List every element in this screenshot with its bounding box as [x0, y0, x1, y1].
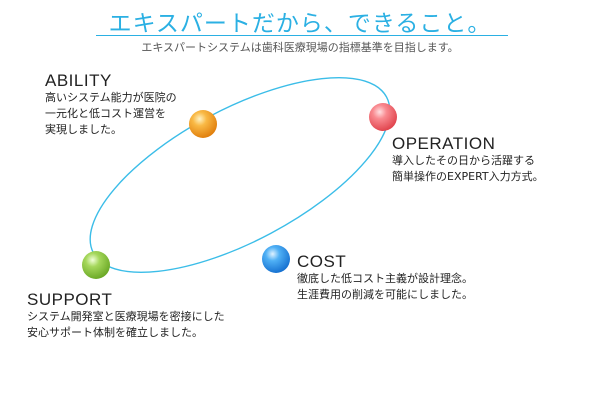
support-line: 安心サポート体制を確立しました。 — [27, 326, 203, 339]
ability-orb — [189, 110, 217, 138]
cost-line: 生涯費用の削減を可能にしました。 — [297, 288, 473, 301]
cost-block: COST 徹底した低コスト主義が設計理念。 生涯費用の削減を可能にしました。 — [297, 252, 473, 303]
ability-heading: ABILITY — [45, 71, 112, 90]
operation-heading: OPERATION — [392, 134, 496, 153]
operation-line: 導入したその日から活躍する — [392, 154, 535, 167]
support-heading: SUPPORT — [27, 290, 113, 309]
ability-line: 実現しました。 — [45, 123, 122, 136]
title-underline — [96, 35, 508, 36]
ability-line: 一元化と低コスト運営を — [45, 107, 166, 120]
page-subtitle: エキスパートシステムは歯科医療現場の指標基準を目指します。 — [141, 41, 459, 54]
cost-line: 徹底した低コスト主義が設計理念。 — [297, 272, 473, 285]
page-title: エキスパートだから、できること。 — [108, 11, 492, 37]
support-block: SUPPORT システム開発室と医療現場を密接にした 安心サポート体制を確立しま… — [27, 290, 225, 341]
cost-heading: COST — [297, 252, 347, 271]
operation-block: OPERATION 導入したその日から活躍する 簡単操作のEXPERT入力方式。 — [392, 134, 544, 185]
support-line: システム開発室と医療現場を密接にした — [27, 310, 225, 323]
support-orb — [82, 251, 110, 279]
operation-line: 簡単操作のEXPERT入力方式。 — [392, 170, 544, 183]
ability-line: 高いシステム能力が医院の — [45, 91, 177, 104]
operation-orb — [369, 103, 397, 131]
cost-orb — [262, 245, 290, 273]
ability-block: ABILITY 高いシステム能力が医院の 一元化と低コスト運営を 実現しました。 — [45, 71, 177, 138]
